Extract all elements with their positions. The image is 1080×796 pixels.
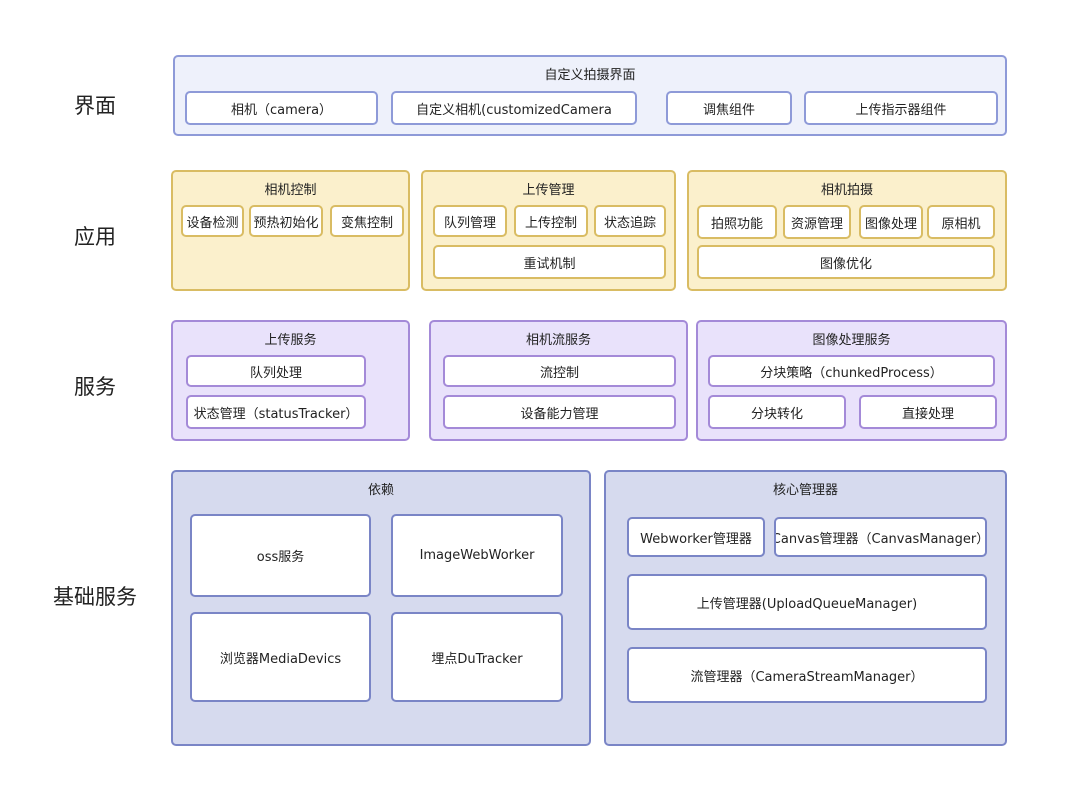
ui-layer-container: 自定义拍摄界面 相机（camera） 自定义相机(customizedCamer… [173,55,1007,136]
camera-component: 相机（camera） [185,91,378,125]
image-web-worker-box: ImageWebWorker [391,514,563,597]
stream-control-box: 流控制 [443,355,676,387]
device-detection-box: 设备检测 [181,205,244,237]
upload-indicator-component: 上传指示器组件 [804,91,998,125]
device-capability-box: 设备能力管理 [443,395,676,429]
ui-layer-title: 自定义拍摄界面 [544,68,636,83]
upload-management-container: 上传管理 队列管理 上传控制 状态追踪 重试机制 [421,170,676,291]
image-optimization-box: 图像优化 [697,245,995,279]
status-tracking-box: 状态追踪 [594,205,666,237]
camera-shooting-title: 相机拍摄 [820,183,873,198]
direct-processing-box: 直接处理 [859,395,997,429]
canvas-manager-box: Canvas管理器（CanvasManager） [774,517,987,557]
upload-queue-manager-box: 上传管理器(UploadQueueManager) [627,574,987,630]
image-processing-service-container: 图像处理服务 分块策略（chunkedProcess） 分块转化 直接处理 [696,320,1007,441]
camera-control-container: 相机控制 设备检测 预热初始化 变焦控制 [171,170,410,291]
chunked-strategy-box: 分块策略（chunkedProcess） [708,355,995,387]
queue-processing-box: 队列处理 [186,355,366,387]
resource-management-box: 资源管理 [783,205,851,239]
focus-component: 调焦组件 [666,91,792,125]
retry-mechanism-box: 重试机制 [433,245,666,279]
layer-label-ui: 界面 [74,94,116,118]
image-processing-service-title: 图像处理服务 [812,333,891,348]
core-managers-title: 核心管理器 [772,483,838,498]
layer-label-app: 应用 [74,225,116,249]
queue-management-box: 队列管理 [433,205,507,237]
camera-shooting-container: 相机拍摄 拍照功能 资源管理 图像处理 原相机 图像优化 [687,170,1007,291]
customized-camera-component: 自定义相机(customizedCamera [391,91,637,125]
upload-service-container: 上传服务 队列处理 状态管理（statusTracker） [171,320,410,441]
image-processing-box: 图像处理 [859,205,923,239]
layer-label-base: 基础服务 [53,585,137,609]
camera-stream-service-title: 相机流服务 [525,333,591,348]
du-tracker-box: 埋点DuTracker [391,612,563,702]
webworker-manager-box: Webworker管理器 [627,517,765,557]
camera-stream-manager-box: 流管理器（CameraStreamManager） [627,647,987,703]
upload-control-box: 上传控制 [514,205,588,237]
upload-management-title: 上传管理 [522,183,575,198]
camera-control-title: 相机控制 [264,183,317,198]
dependencies-title: 依赖 [367,483,394,498]
dependencies-container: 依赖 oss服务 ImageWebWorker 浏览器MediaDevics 埋… [171,470,591,746]
warmup-init-box: 预热初始化 [249,205,323,237]
upload-service-title: 上传服务 [264,333,317,348]
status-management-box: 状态管理（statusTracker） [186,395,366,429]
chunk-conversion-box: 分块转化 [708,395,846,429]
photo-function-box: 拍照功能 [697,205,777,239]
browser-media-devices-box: 浏览器MediaDevics [190,612,371,702]
zoom-control-box: 变焦控制 [330,205,404,237]
layer-label-service: 服务 [74,375,116,399]
oss-service-box: oss服务 [190,514,371,597]
camera-stream-service-container: 相机流服务 流控制 设备能力管理 [429,320,688,441]
native-camera-box: 原相机 [927,205,995,239]
core-managers-container: 核心管理器 Webworker管理器 Canvas管理器（CanvasManag… [604,470,1007,746]
